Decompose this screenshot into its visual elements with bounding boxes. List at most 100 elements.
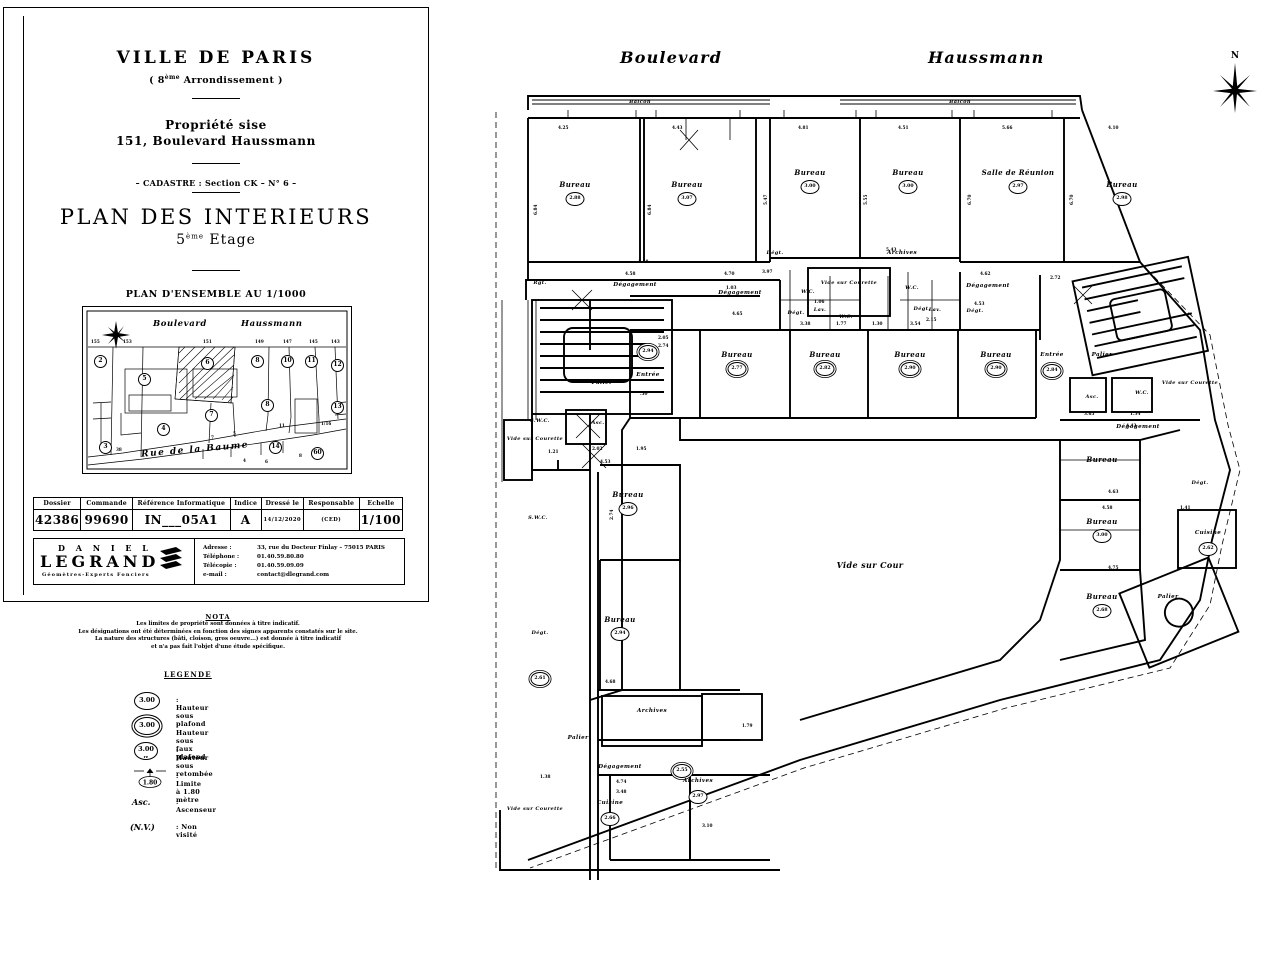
siteplan-street-top-right: Haussmann <box>241 319 303 329</box>
room-label: Cuisine <box>1194 530 1222 536</box>
annotation-label: S.W.C. <box>530 418 550 424</box>
height-circle-double: 3.00 <box>134 717 160 735</box>
value-adresse: 33, rue du Docteur Finlay – 75015 PARIS <box>257 545 385 551</box>
room-label: Cuisine <box>596 800 624 806</box>
room-label: Bureau <box>1086 517 1118 526</box>
divider <box>192 270 240 271</box>
value-telecopie: 01.40.59.09.09 <box>257 563 304 569</box>
annotation-label: Palier <box>591 380 613 386</box>
annotation-label: Archives <box>886 250 918 256</box>
floor-label: 5ème Etage <box>176 232 256 248</box>
annotation-label: Entrée <box>1040 352 1064 358</box>
annotation-label: Dégt. <box>913 306 931 312</box>
ceiling-height: 2.82 <box>815 362 835 376</box>
annotation-label: Dégagement <box>966 283 1010 289</box>
nota-line-2: Les désignations ont été déterminées en … <box>78 628 358 635</box>
col-dossier: Dossier <box>32 497 82 510</box>
annotation-label: W.C. <box>1135 390 1149 396</box>
legend-symbol-circle: 3.00 <box>130 692 168 712</box>
annotation-label: Lav. <box>813 307 827 313</box>
room-label: Bureau <box>1086 455 1118 464</box>
col-indice: Indice <box>229 497 262 510</box>
col-commande: Commande <box>80 497 133 510</box>
value-telephone: 01.40.59.80.80 <box>257 554 304 560</box>
col-echelle: Echelle <box>358 497 404 510</box>
annotation-label: Vide sur Courette <box>1161 380 1219 386</box>
ceiling-height: 2.97 <box>688 790 708 804</box>
table-header-row: Dossier Commande Référence Informatique … <box>32 497 404 510</box>
legend-label: : Ascenseur <box>176 798 217 814</box>
ceiling-height: 2.94 <box>638 345 658 359</box>
ceiling-height: 3.00 <box>1092 529 1112 543</box>
nota-line-1: Les limites de propriété sont données à … <box>136 621 300 627</box>
room-label: Bureau <box>809 350 841 359</box>
ceiling-height: 2.61 <box>530 672 550 686</box>
plan-street-left: Boulevard <box>620 48 723 67</box>
col-reference: Référence Informatique <box>131 497 231 510</box>
annotation-label: Dégt. <box>766 250 784 256</box>
floor-plan-drawing: Boulevard Haussmann N <box>440 0 1280 966</box>
annotation-label: W.C. <box>839 314 853 320</box>
compass-icon <box>1213 63 1257 113</box>
legend-symbol-nv: (N.V.) <box>130 822 155 832</box>
ceiling-height: 2.96 <box>618 502 638 516</box>
value-indice: A <box>229 509 262 531</box>
divider <box>192 163 240 164</box>
legend-label: : Limite à 1.80 mètre <box>176 772 202 804</box>
limit-icon: 1.80 <box>134 768 166 788</box>
firm-logo-area: D A N I E L LEGRAND Géomètres-Experts Fo… <box>34 539 195 584</box>
ceiling-height: 2.90 <box>900 362 920 376</box>
site-plan: Boulevard Haussmann Rue de la Baume 155 … <box>82 306 352 474</box>
room-label: Bureau <box>559 180 591 189</box>
annotation-label: W.C. <box>801 289 815 295</box>
room-label: Bureau <box>721 350 753 359</box>
legend-symbol-limit: 1.80 <box>132 768 166 788</box>
annotation-label: Palier <box>567 735 589 741</box>
ceiling-height: 3.00 <box>898 180 918 194</box>
legend-heading: LEGENDE <box>164 670 212 679</box>
firm-qualification: Géomètres-Experts Fonciers <box>42 572 150 578</box>
value-responsable: (CED) <box>302 509 360 531</box>
room-label: Bureau <box>604 615 636 624</box>
ceiling-height: 2.84 <box>1042 364 1062 378</box>
legend-symbol-double-circle: 3.00 <box>130 717 168 737</box>
plan-street-right: Haussmann <box>928 48 1045 67</box>
value-date: 14/12/2020 <box>260 509 304 531</box>
overview-caption: PLAN D'ENSEMBLE AU 1/1000 <box>125 289 307 300</box>
ceiling-height: 2.98 <box>1112 192 1132 206</box>
nota-line-4: et n'a pas fait l'objet d'une étude spéc… <box>151 643 285 650</box>
label-email: e-mail : <box>203 572 227 578</box>
ceiling-height: 2.68 <box>1092 604 1112 618</box>
cadastre-reference: – CADASTRE : Section CK – N° 6 – <box>135 178 297 188</box>
room-label: Bureau <box>671 180 703 189</box>
firm-name-main: LEGRAND <box>40 552 160 571</box>
firm-logo-icon <box>160 547 182 569</box>
annotation-label: Dégt. <box>966 308 984 314</box>
value-email: contact@dlegrand.com <box>257 572 330 578</box>
balcony-label-right: Balcon <box>949 99 971 105</box>
annotation-label: Archives <box>636 708 668 714</box>
annotation-label: W.C. <box>905 285 919 291</box>
annotation-label: Vide sur Courette <box>506 806 564 812</box>
col-responsable: Responsable <box>302 497 360 510</box>
drawing-info-table: Dossier Commande Référence Informatique … <box>32 497 404 531</box>
annotation-label: Archives <box>682 778 714 784</box>
value-echelle: 1/100 <box>358 509 404 531</box>
annotation-label: Asc. <box>591 420 605 426</box>
room-label: Bureau <box>612 490 644 499</box>
legend-symbol-circle-re: 3.00 re <box>130 742 168 762</box>
divider <box>192 98 240 99</box>
firm-name-top: D A N I E L <box>58 543 152 553</box>
ceiling-height: 2.77 <box>727 362 747 376</box>
label-telephone: Téléphone : <box>203 554 240 560</box>
annotation-label: Entrée <box>636 372 660 378</box>
siteplan-street-top-left: Boulevard <box>153 319 207 329</box>
label-adresse: Adresse : <box>203 545 232 551</box>
room-label: Bureau <box>1086 592 1118 601</box>
table-row: 42386 99690 IN___05A1 A 14/12/2020 (CED)… <box>32 509 404 531</box>
compass-rose: N <box>1212 51 1258 125</box>
surveyor-firm-block: D A N I E L LEGRAND Géomètres-Experts Fo… <box>33 538 405 585</box>
ceiling-height: 2.90 <box>986 362 1006 376</box>
room-label: Bureau <box>892 168 924 177</box>
height-circle-re: 3.00 re <box>134 742 158 760</box>
